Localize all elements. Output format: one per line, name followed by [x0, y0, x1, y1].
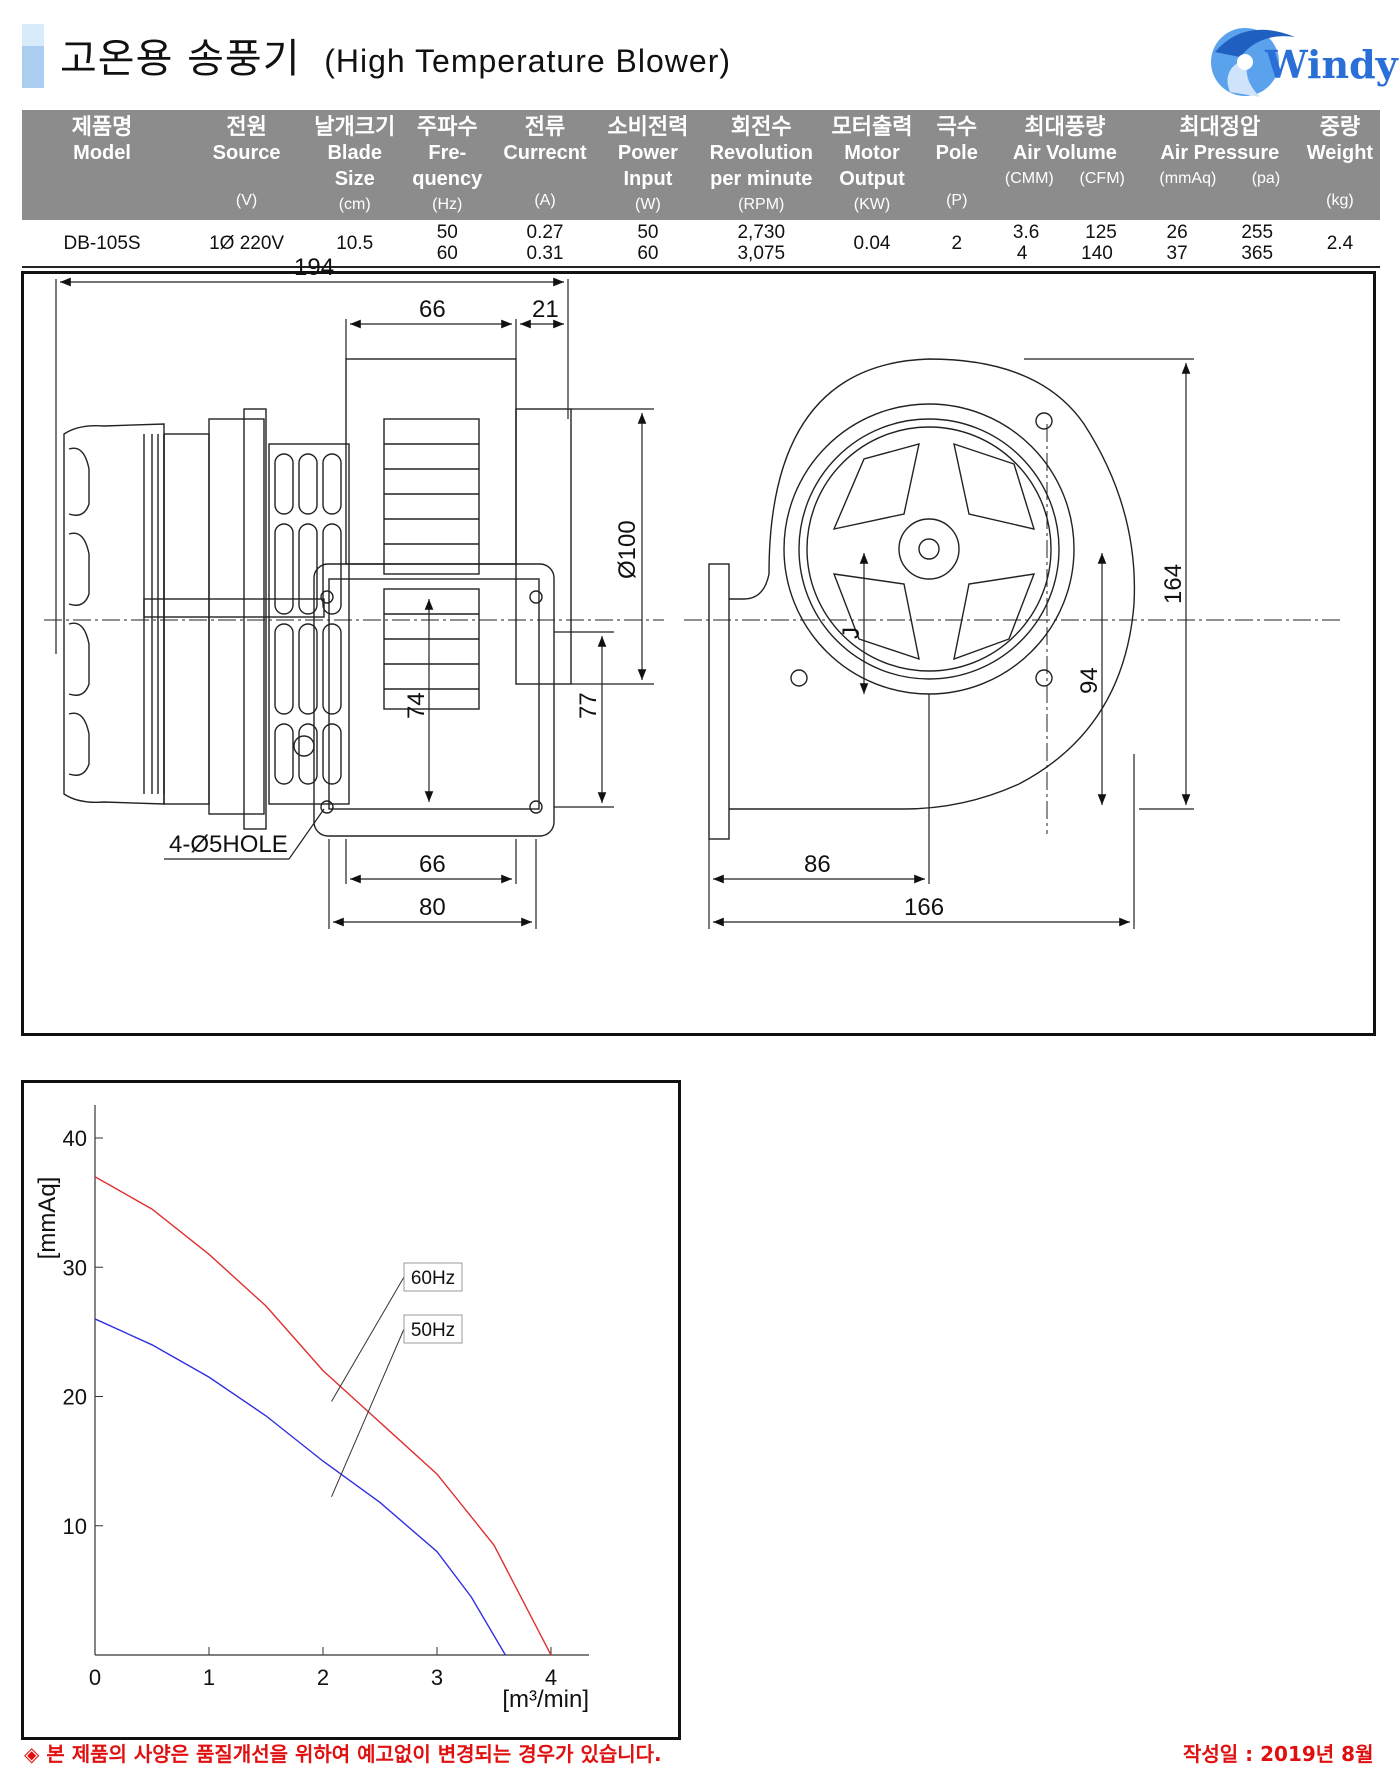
dim-86: 86: [804, 851, 831, 878]
legend-leader: [331, 1328, 405, 1498]
dim-164: 164: [1160, 564, 1187, 604]
dim-diameter-100: Ø100: [614, 520, 641, 579]
x-tick-label: 2: [317, 1665, 329, 1690]
drawing-svg: 194 66 21 66 80 86 166 4-Ø5HOLE Ø100 74 …: [44, 254, 1344, 929]
cell-model: DB-105S: [22, 220, 183, 268]
cell-blade: 10.5: [311, 220, 399, 268]
dim-77: 77: [575, 692, 602, 719]
x-tick-label: 3: [431, 1665, 443, 1690]
footer-notice: ◈ 본 제품의 사양은 품질개선을 위하여 예고없이 변경되는 경우가 있습니다…: [24, 1742, 662, 1766]
legend-leader: [331, 1276, 405, 1402]
cell-pole: 2: [923, 220, 991, 268]
footer-date: 작성일 : 2019년 8월: [1183, 1742, 1374, 1766]
series-line-60Hz: [94, 1176, 552, 1656]
dim-j: J: [838, 627, 865, 639]
dim-66-bottom: 66: [419, 851, 446, 878]
series-line-50Hz: [94, 1318, 507, 1656]
dim-74: 74: [403, 692, 430, 719]
y-axis-label: [mmAq]: [34, 1177, 61, 1260]
dim-194: 194: [294, 254, 334, 281]
legend-box: [403, 1262, 463, 1292]
brand-name: Windy: [1265, 42, 1398, 87]
x-tick-label: 1: [203, 1665, 215, 1690]
performance-chart: 0 1 2 3 4 10 20 30 40 [mmAq] [m³/min] 60Hz 50Hz: [21, 1080, 681, 1740]
windy-logo-icon: [1211, 28, 1295, 97]
dim-94: 94: [1076, 667, 1103, 694]
dim-80: 80: [419, 894, 446, 921]
title-korean: 고온용 송풍기: [60, 36, 301, 82]
legend-label: 60Hz: [411, 1268, 455, 1289]
y-tick-label: 30: [63, 1255, 87, 1280]
dim-166: 166: [904, 894, 944, 921]
y-tick-label: 10: [63, 1514, 87, 1539]
dim-21: 21: [532, 296, 559, 323]
hole-callout: 4-Ø5HOLE: [169, 831, 288, 858]
y-tick-label: 20: [63, 1385, 87, 1410]
page-title: 고온용 송풍기 (High Temperature Blower): [60, 26, 731, 84]
x-axis-label: [m³/min]: [502, 1686, 589, 1713]
x-tick-label: 4: [545, 1665, 557, 1690]
y-tick-label: 40: [63, 1126, 87, 1151]
chart-svg: 0 1 2 3 4 10 20 30 40 [mmAq] [m³/min] 60Hz 50Hz: [34, 1105, 589, 1713]
legend-box: [403, 1314, 463, 1344]
title-accent-bar-light: [22, 24, 44, 46]
technical-drawing: 194 66 21 66 80 86 166 4-Ø5HOLE Ø100 74 …: [21, 254, 1376, 1036]
legend-label: 50Hz: [411, 1320, 455, 1341]
cell-output: 0.04: [820, 220, 924, 268]
cell-weight: 2.4: [1299, 220, 1380, 268]
title-english: (High Temperature Blower): [324, 43, 732, 79]
x-tick-label: 0: [89, 1665, 101, 1690]
cell-source: 1Ø 220V: [182, 220, 312, 268]
dim-66-top: 66: [419, 296, 446, 323]
